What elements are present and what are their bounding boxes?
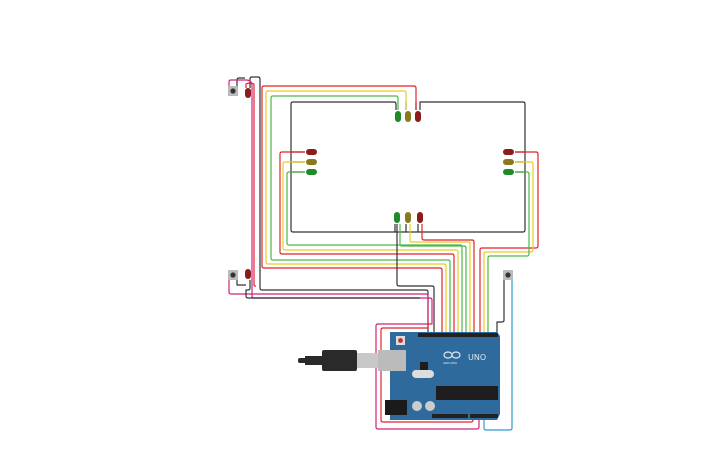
wire-red-led-top[interactable] (245, 82, 256, 287)
led-green[interactable] (395, 111, 401, 122)
wire-yellow-left[interactable] (282, 161, 459, 333)
wire-ground-top[interactable] (405, 102, 417, 110)
wire-red-top[interactable] (261, 85, 443, 333)
wire-magenta-button-mid[interactable] (228, 280, 429, 322)
led-green[interactable] (503, 169, 514, 175)
led-red[interactable] (415, 111, 421, 122)
wire-yellow-bottom[interactable] (409, 224, 471, 333)
wire-green-bottom[interactable] (399, 224, 467, 333)
led-red[interactable] (417, 212, 423, 223)
led-group-top[interactable] (395, 111, 421, 122)
led-yellow[interactable] (405, 212, 411, 223)
power-jack[interactable] (385, 400, 407, 415)
led-red[interactable] (503, 149, 514, 155)
led-red[interactable] (306, 149, 317, 155)
wire-red-right[interactable] (479, 151, 539, 333)
led-group-left[interactable] (306, 149, 317, 175)
wire-red-power[interactable] (380, 322, 474, 423)
led-red-extra-top[interactable] (245, 88, 251, 98)
usb-port[interactable] (378, 350, 406, 371)
led-green[interactable] (306, 169, 317, 175)
wire-green-top[interactable] (270, 95, 451, 333)
wire-yellow-right[interactable] (483, 161, 534, 333)
usb-cable[interactable] (298, 350, 391, 371)
microcontroller-chip (436, 386, 498, 400)
led-group-bottom[interactable] (394, 212, 423, 223)
led-yellow[interactable] (306, 159, 317, 165)
power-header[interactable] (432, 414, 468, 418)
wire-blue-button-right[interactable] (483, 280, 513, 431)
pushbutton-top[interactable] (228, 86, 238, 96)
pushbutton-right[interactable] (503, 270, 513, 280)
wire-green-left[interactable] (286, 171, 463, 333)
wire-green-right[interactable] (487, 171, 530, 333)
wire-ground-bottom[interactable] (394, 224, 419, 232)
board-brand-label: ARDUINO (443, 361, 458, 365)
wire-ground-loop[interactable] (290, 101, 526, 233)
pushbutton-mid[interactable] (228, 270, 238, 280)
arduino-logo (443, 351, 461, 359)
analog-header[interactable] (470, 414, 498, 418)
wire-black-bottom[interactable] (396, 224, 435, 333)
digital-header[interactable] (418, 333, 498, 337)
wire-black-right-button[interactable] (496, 280, 505, 333)
led-red-extra-mid[interactable] (245, 269, 251, 279)
arduino-uno-board[interactable]: UNO ARDUINO (378, 332, 500, 420)
board-model-label: UNO (468, 353, 486, 362)
led-green[interactable] (394, 212, 400, 223)
led-yellow[interactable] (503, 159, 514, 165)
wire-magenta-button-top[interactable] (228, 79, 433, 320)
led-group-right[interactable] (503, 149, 514, 175)
wire-red-left[interactable] (279, 151, 455, 333)
wire-yellow-top[interactable] (265, 90, 447, 333)
led-yellow[interactable] (405, 111, 411, 122)
wire-red-bottom[interactable] (421, 224, 475, 333)
wire-black-button-mid[interactable] (236, 280, 420, 299)
wire-magenta-power[interactable] (375, 320, 480, 430)
